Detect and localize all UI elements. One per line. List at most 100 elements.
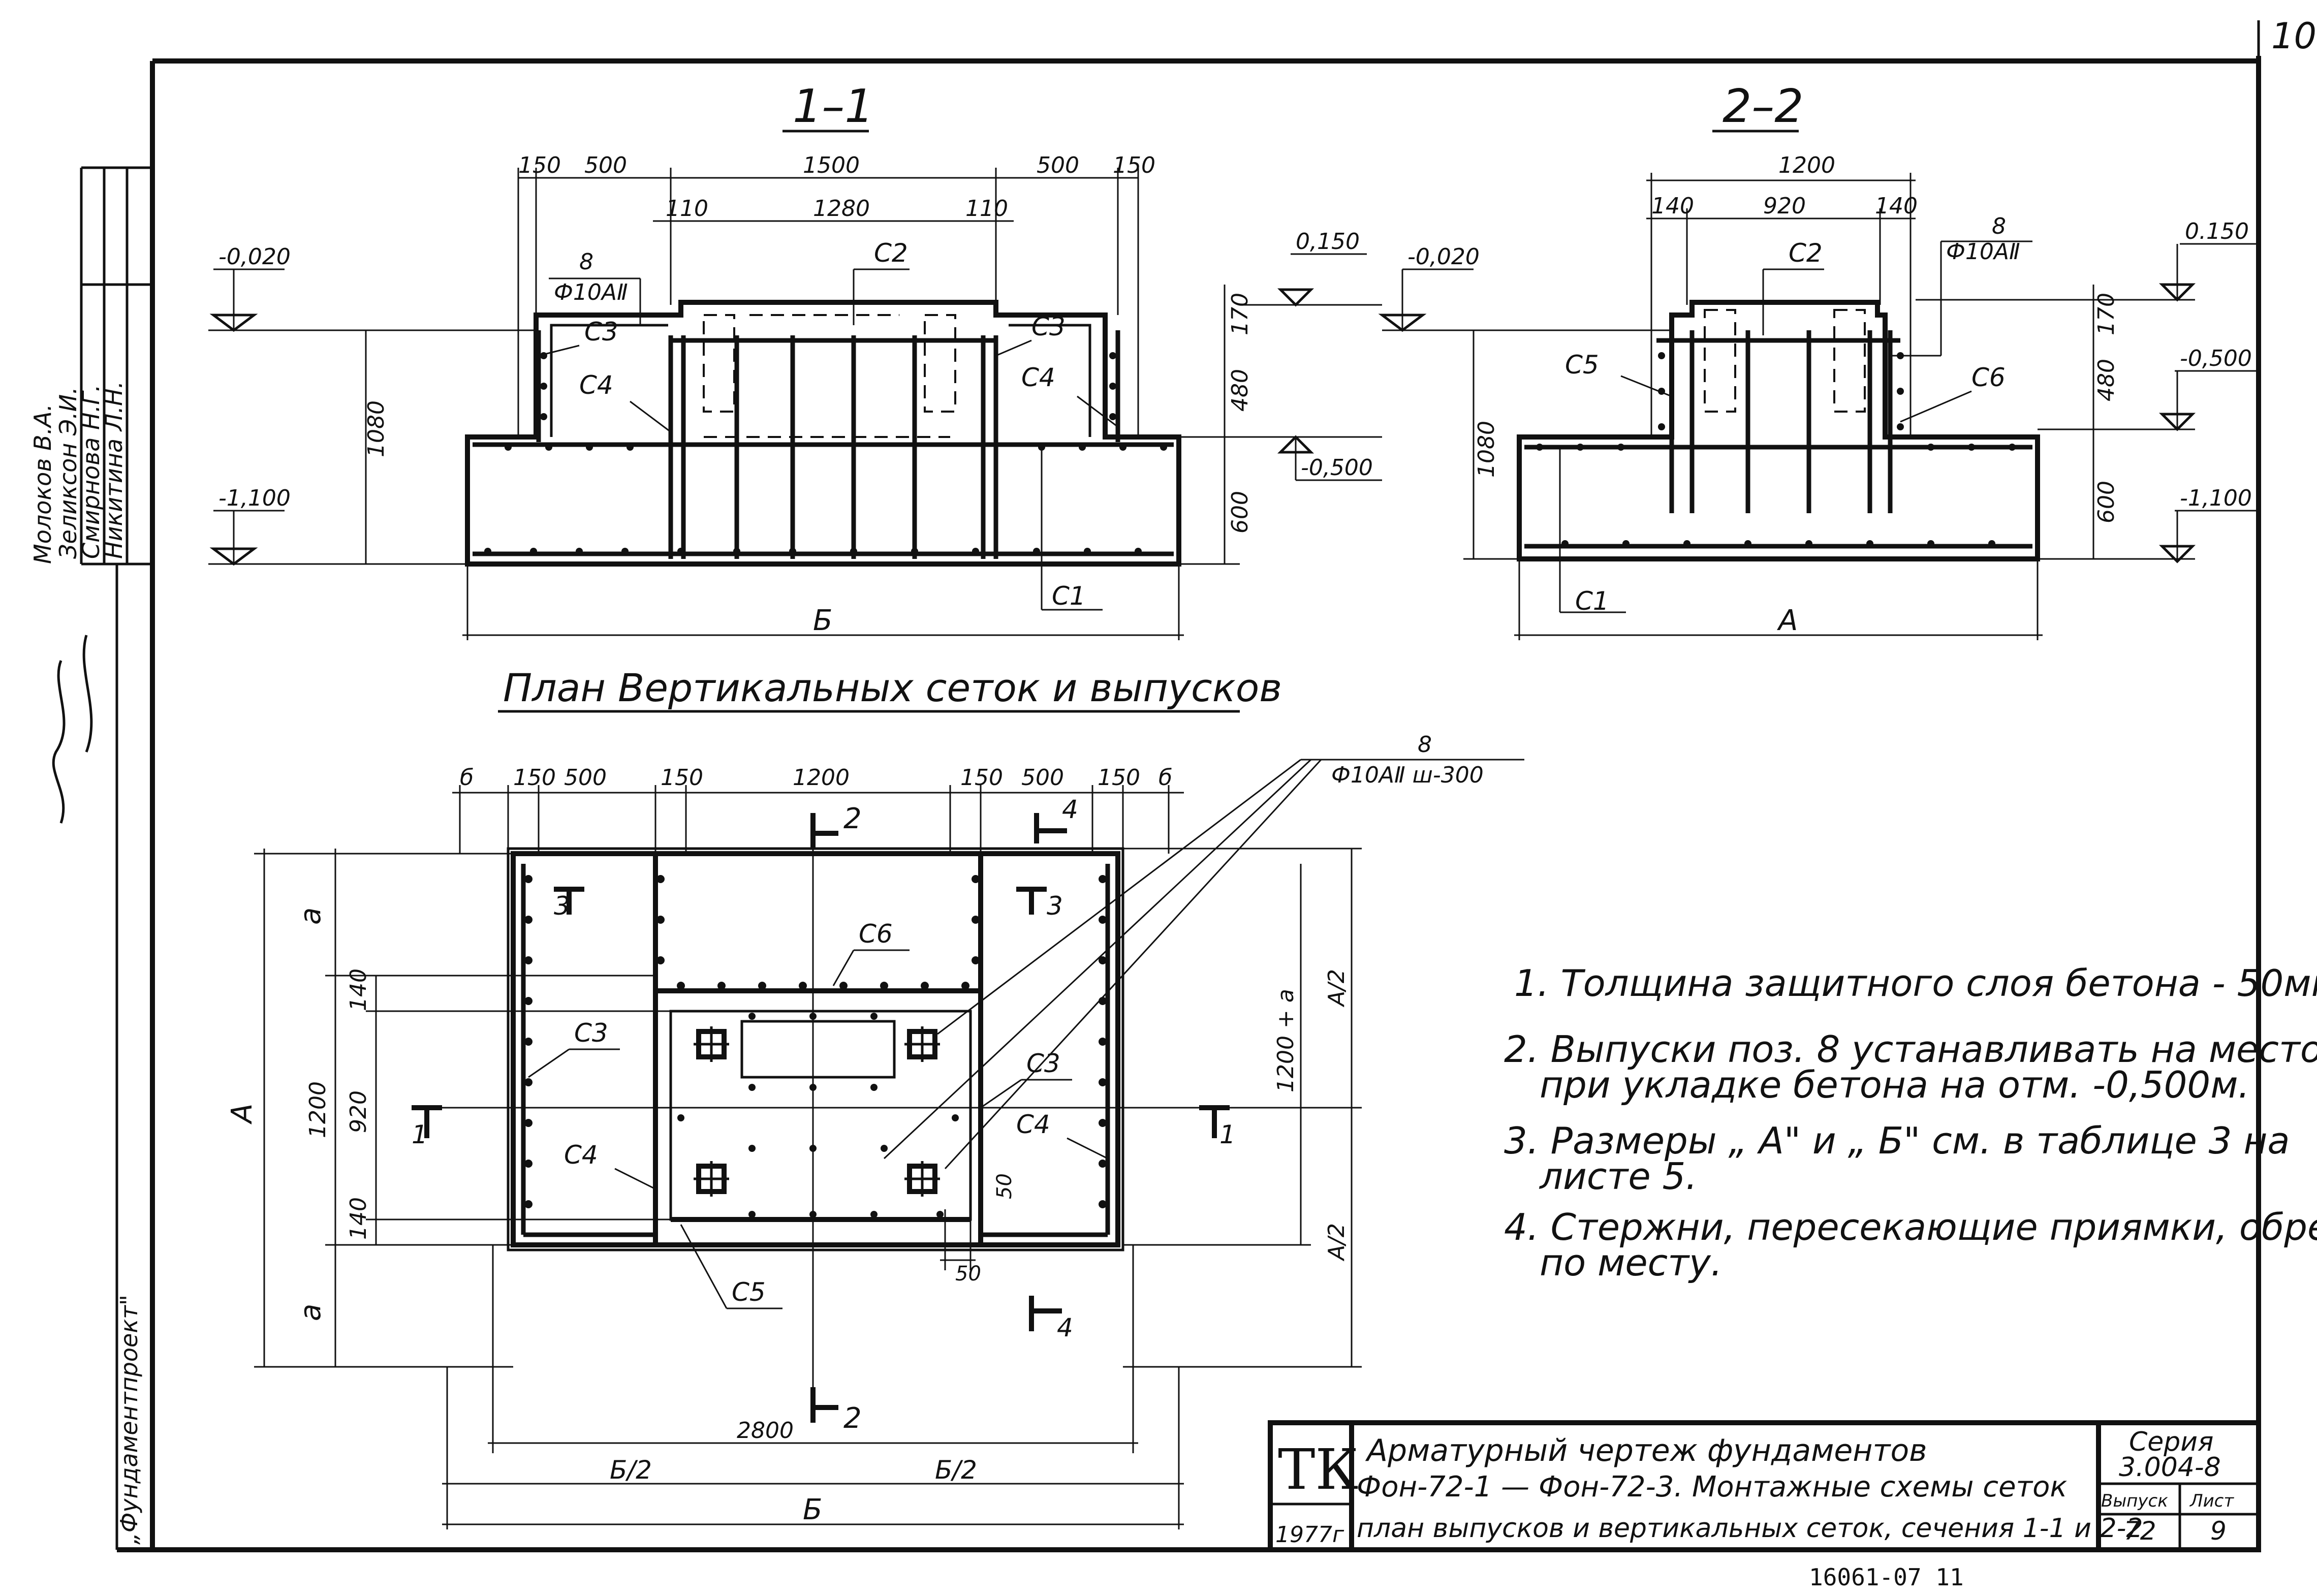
s22-dim-170: 170 [2093, 293, 2119, 335]
note-2: 2. Выпуски поз. 8 устанавливать на место [1504, 1028, 2317, 1071]
s22-mark-c1: C1 [1575, 586, 1609, 616]
s11-mark-c4-left: C4 [579, 370, 613, 400]
s22-dim-920: 920 [1763, 193, 1806, 219]
s11-dim-1500: 1500 [803, 152, 860, 178]
plan-mark-c4-right: C4 [1016, 1110, 1050, 1139]
signature-2: Зеликсон Э.И. [54, 387, 82, 559]
plan-view: План Вертикальных сеток и выпусков [226, 665, 1524, 1529]
s11-dim-600: 600 [1227, 491, 1253, 534]
s11-level-mid-right: -0,500 [1301, 455, 1373, 481]
s11-dim-150b: 150 [1113, 152, 1155, 178]
s22-width-label: A [1777, 604, 1798, 637]
s11-dim-110b: 110 [965, 196, 1008, 222]
plan-dim-b2-left: Б/2 [610, 1455, 652, 1485]
plan-dim-150b: 150 [661, 765, 703, 791]
sheet-label: Лист [2189, 1491, 2234, 1511]
s11-dim-150a: 150 [518, 152, 561, 178]
plan-dim-150d: 150 [1098, 765, 1140, 791]
cut-4-top: 4 [1062, 795, 1078, 824]
s22-dim-140b: 140 [1875, 193, 1918, 219]
s22-dim-600: 600 [2093, 481, 2119, 523]
plan-dim-140-bottom: 140 [346, 1197, 371, 1240]
s22-rebar-spec: Ф10АⅡ [1946, 239, 2020, 265]
anchor-rebars [694, 1026, 940, 1197]
s22-level-bottom-right: -1,100 [2180, 485, 2252, 511]
section-2-2: 2–2 1200 140 920 140 8 Ф10АⅡ C2 [1378, 80, 2256, 640]
cut-2-bottom: 2 [843, 1402, 862, 1435]
plan-dim-150a: 150 [513, 765, 556, 791]
cut-1-left: 1 [412, 1120, 428, 1149]
section-1-1-title: 1–1 [793, 80, 874, 133]
s22-dim-1200: 1200 [1778, 152, 1835, 178]
s11-dim-500a: 500 [584, 152, 627, 178]
s11-width-label: Б [813, 604, 832, 637]
s22-level-top-right: 0.150 [2185, 218, 2249, 244]
bottom-code: 16061-07 11 [1809, 1563, 1964, 1591]
s22-rebar-count: 8 [1992, 213, 2006, 239]
s22-dim-1080: 1080 [1474, 421, 1499, 478]
plan-dim-a2-bottom: A/2 [1324, 1223, 1350, 1262]
s11-dim-170: 170 [1227, 293, 1253, 335]
s11-level-bottom-left: -1,100 [218, 485, 291, 511]
cut-3-right: 3 [1047, 891, 1063, 921]
s11-dim-110a: 110 [666, 196, 708, 222]
s22-dim-140a: 140 [1651, 193, 1694, 219]
plan-mark-c3-left: C3 [574, 1018, 608, 1048]
plan-title: План Вертикальных сеток и выпусков [503, 665, 1282, 710]
plan-rebar-spec: Ф10АⅡ ш-300 [1331, 762, 1484, 788]
s11-level-top-right: 0,150 [1296, 229, 1360, 255]
s22-level-top-left: -0,020 [1407, 244, 1480, 270]
plan-dim-a-bottom: а [294, 1304, 327, 1321]
signature-3: Смирнова Н.Г. [77, 384, 105, 559]
s22-mark-c2: C2 [1789, 238, 1823, 268]
signature-1: Молоков В.А. [29, 404, 56, 564]
cut-4-bottom: 4 [1057, 1313, 1073, 1342]
s11-rebar-count: 8 [579, 249, 593, 275]
signature-strip: Молоков В.А. Зеликсон Э.И. Смирнова Н.Г.… [29, 166, 152, 1550]
plan-dim-50-b: 50 [955, 1262, 981, 1286]
section-1-1: 1–1 [208, 80, 1382, 640]
plan-dim-a2-top: A/2 [1324, 969, 1350, 1008]
plan-outline [511, 851, 1120, 1247]
cut-2-top: 2 [843, 802, 862, 835]
handwritten-signature [52, 660, 66, 824]
title-line-3: план выпусков и вертикальных сеток, сече… [1357, 1513, 2143, 1544]
note-3b: листе 5. [1539, 1155, 1697, 1198]
plan-dim-2800: 2800 [737, 1418, 794, 1444]
plan-dim-1200-left: 1200 [305, 1081, 331, 1138]
title-line-1: Арматурный чертеж фундаментов [1365, 1433, 1927, 1468]
series-label: Серия [2129, 1427, 2213, 1457]
s11-rebar-spec: Ф10АⅡ [554, 279, 628, 305]
s11-mark-c4-right: C4 [1021, 363, 1055, 392]
title-line-2: Фон-72-1 — Фон-72-3. Монтажные схемы сет… [1357, 1470, 2067, 1504]
s11-dim-1080: 1080 [363, 400, 389, 457]
s22-dim-480: 480 [2093, 359, 2119, 401]
plan-mark-c3-right: C3 [1026, 1049, 1060, 1078]
note-2b: при укладке бетона на отм. -0,500м. [1540, 1063, 2249, 1106]
plan-dim-150c: 150 [960, 765, 1003, 791]
issue-value: 72 [2124, 1516, 2156, 1546]
plan-dim-50-a: 50 [993, 1173, 1016, 1199]
note-1: 1. Толщина защитного слоя бетона - 50мм. [1514, 962, 2317, 1005]
plan-dim-b-right: б [1159, 765, 1172, 791]
plan-dim-A: A [226, 1104, 259, 1124]
s11-dim-480: 480 [1227, 369, 1253, 412]
plan-dim-500b: 500 [1021, 765, 1064, 791]
cut-3-left: 3 [554, 891, 570, 921]
s22-mark-c5: C5 [1565, 350, 1599, 380]
plan-dim-b2-right: Б/2 [935, 1455, 977, 1485]
section-2-2-title: 2–2 [1723, 80, 1804, 133]
plan-dim-B: Б [803, 1493, 822, 1526]
cut-1-right: 1 [1219, 1120, 1236, 1149]
plan-dim-1200a: 1200 + а [1273, 989, 1299, 1092]
note-4: 4. Стержни, пересекающие приямки, обреза… [1504, 1206, 2317, 1248]
s11-mark-c2: C2 [874, 238, 908, 268]
s11-dim-500b: 500 [1037, 152, 1079, 178]
plan-dim-500a: 500 [564, 765, 607, 791]
notes: 1. Толщина защитного слоя бетона - 50мм.… [1504, 962, 2317, 1284]
s11-mark-c3-right: C3 [1031, 312, 1066, 341]
plan-dim-b-left: б [460, 765, 474, 791]
plan-mark-c4-left: C4 [564, 1140, 598, 1170]
s22-level-mid-right: -0,500 [2180, 346, 2252, 371]
sheet-value: 9 [2210, 1516, 2227, 1546]
